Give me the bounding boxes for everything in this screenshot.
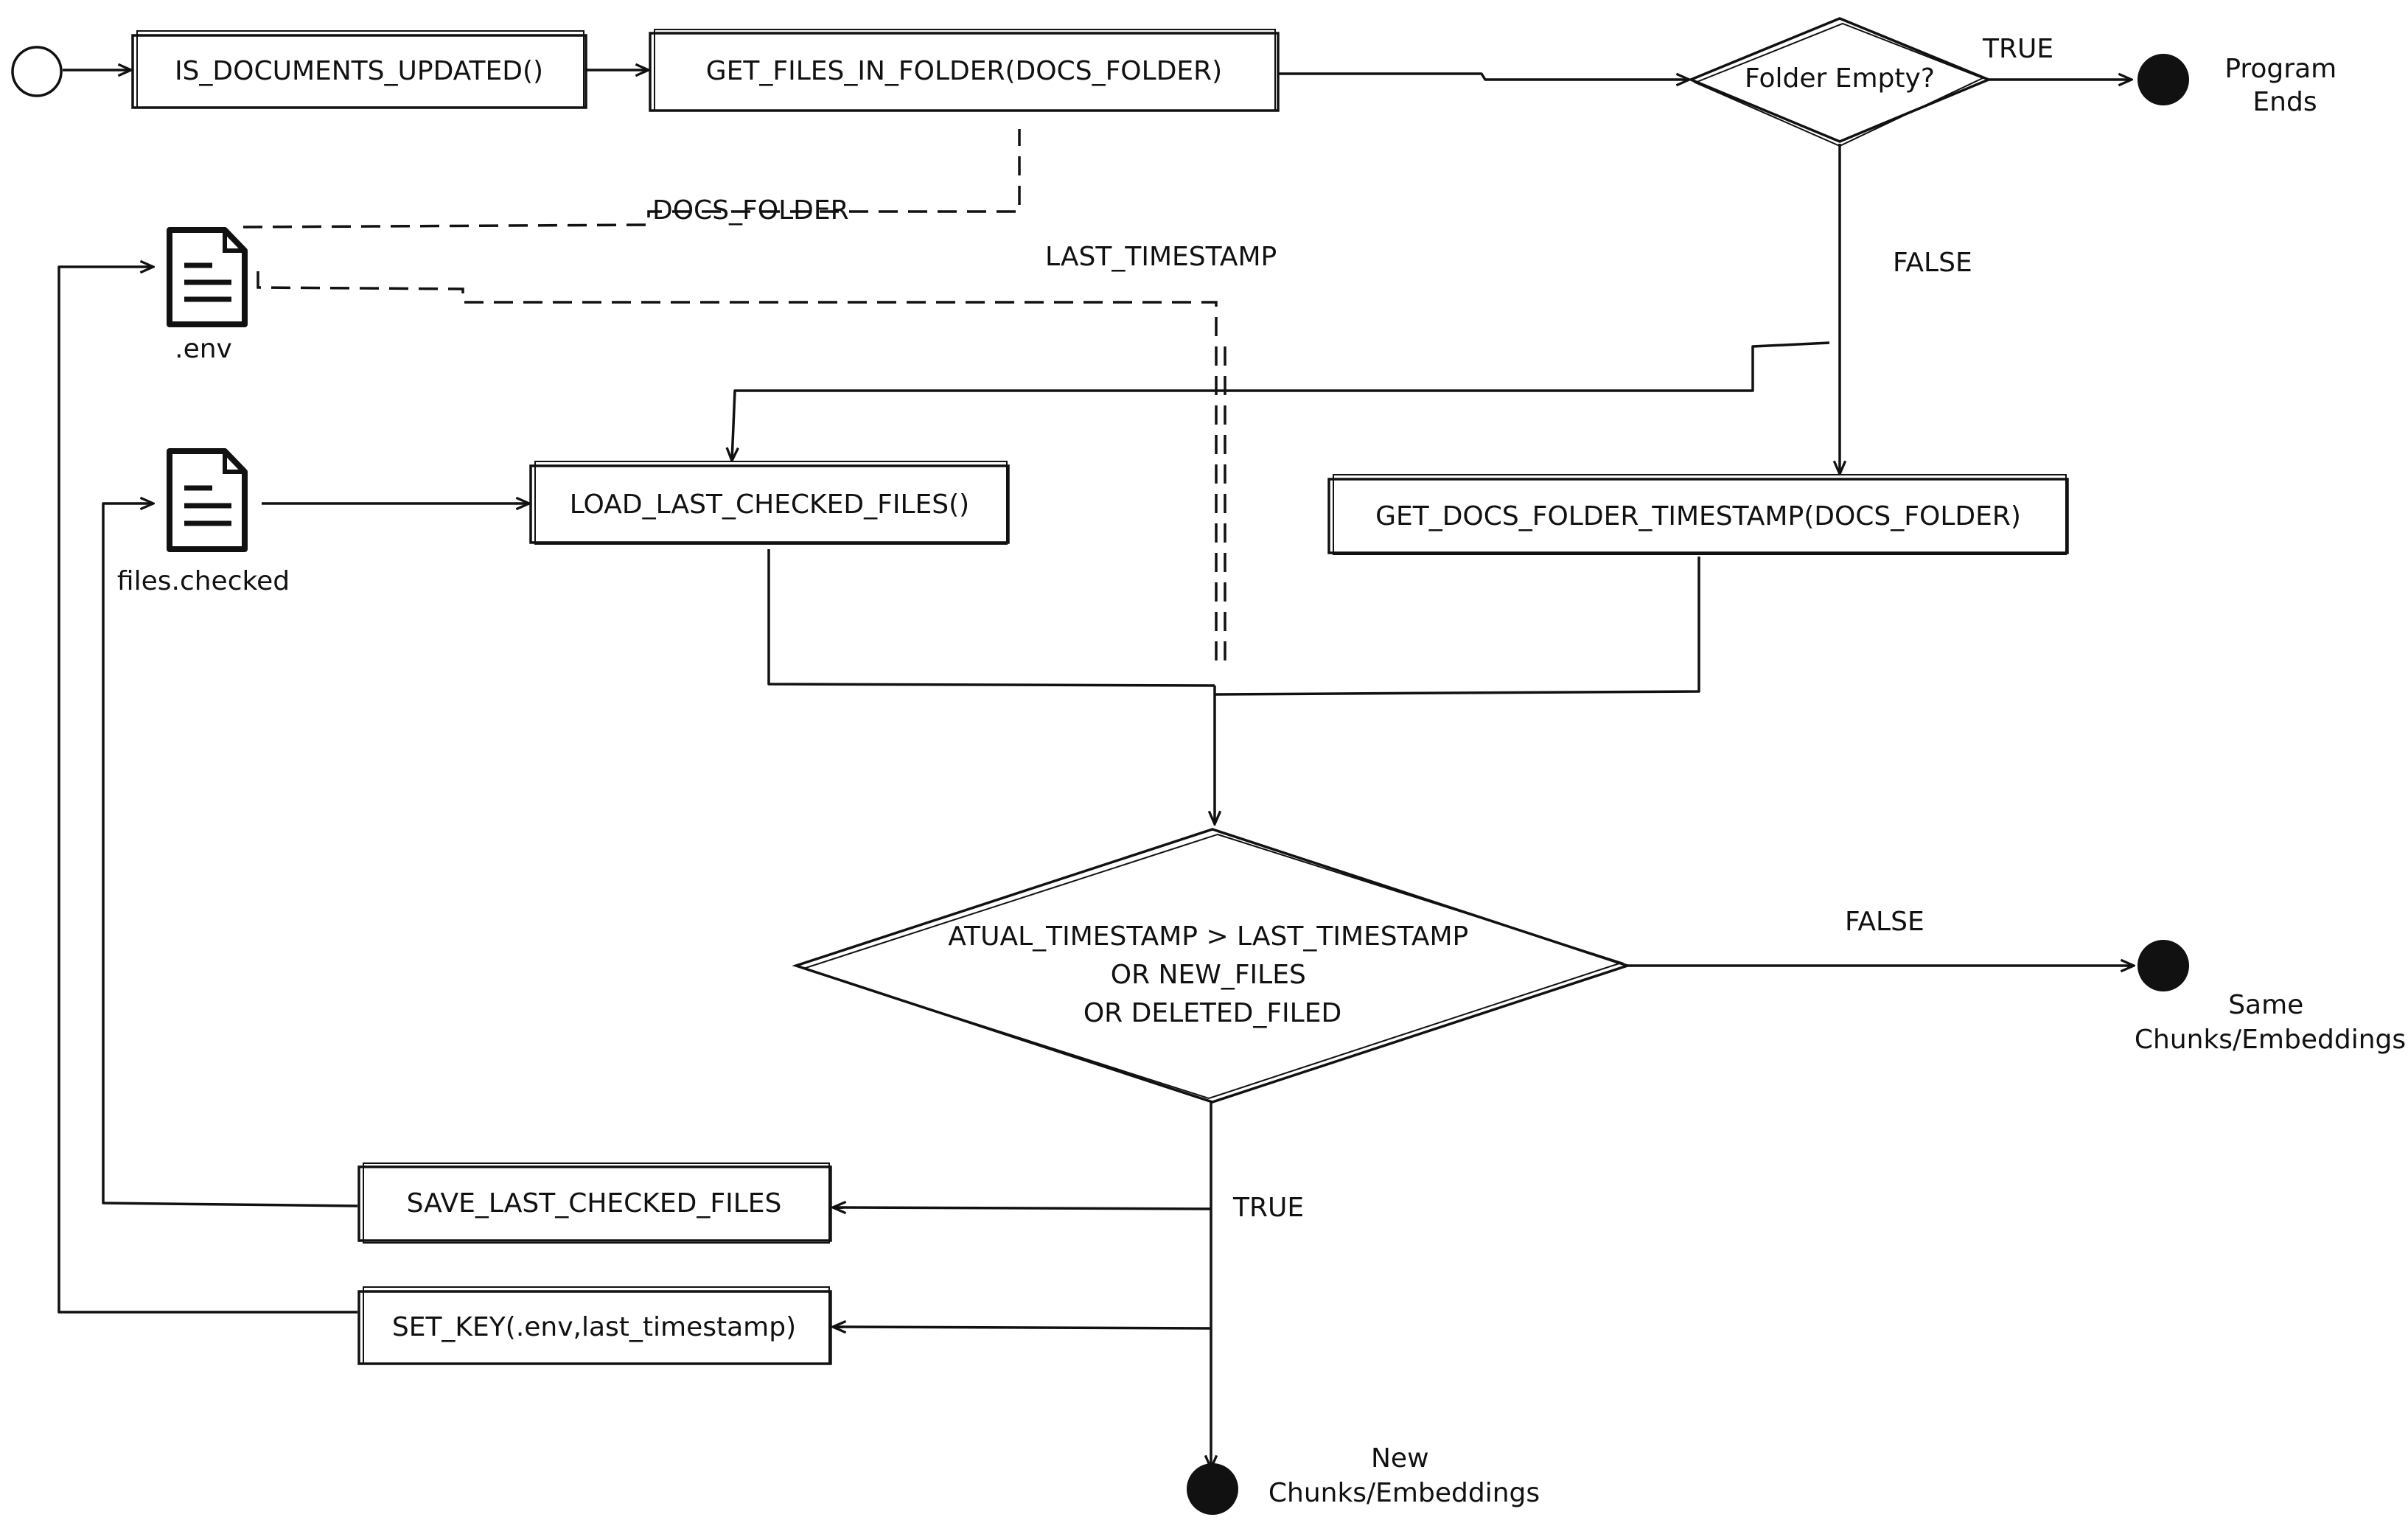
file-files-checked-label: files.checked bbox=[117, 566, 290, 596]
node-set-key: SET_KEY(.env,last_timestamp) bbox=[357, 1286, 832, 1365]
node-get-files-in-folder: GET_FILES_IN_FOLDER(DOCS_FOLDER) bbox=[649, 29, 1280, 112]
node-set-key-label: SET_KEY(.env,last_timestamp) bbox=[392, 1312, 796, 1342]
edge-save-last-checked-to-files-checked bbox=[102, 503, 358, 1207]
edge-env-last-timestamp-dashed bbox=[256, 271, 1218, 663]
node-get-docs-folder-timestamp-label: GET_DOCS_FOLDER_TIMESTAMP(DOCS_FOLDER) bbox=[1375, 501, 2021, 531]
end-label-program-ends: Program Ends bbox=[2224, 54, 2345, 117]
env-file-icon bbox=[167, 227, 248, 327]
end-label-new-chunks-line-2: Chunks/Embeddings bbox=[1268, 1478, 1540, 1508]
start-node bbox=[11, 46, 63, 97]
decision-main-line-1: ATUAL_TIMESTAMP > LAST_TIMESTAMP bbox=[948, 921, 1468, 952]
end-label-same-chunks: Same Chunks/Embeddings bbox=[2135, 990, 2406, 1055]
edge-true-to-save-last-checked bbox=[833, 1207, 1212, 1209]
decision-folder-empty: Folder Empty? bbox=[1687, 17, 1992, 147]
end-label-new-chunks: New Chunks/Embeddings bbox=[1268, 1443, 1540, 1508]
edge-label-folder-empty-true: TRUE bbox=[1982, 34, 2053, 64]
end-node-program-ends bbox=[2137, 54, 2189, 105]
edge-label-decision-true: TRUE bbox=[1232, 1193, 1304, 1223]
edge-load-last-checked-to-merge bbox=[767, 549, 1215, 687]
edge-set-key-to-env bbox=[57, 267, 357, 1314]
end-node-same-chunks bbox=[2137, 940, 2189, 991]
edge-true-to-set-key bbox=[833, 1327, 1212, 1328]
edge-get-timestamp-to-merge bbox=[1214, 557, 1700, 696]
edges bbox=[57, 70, 2134, 1468]
edge-label-folder-empty-false: FALSE bbox=[1893, 248, 1972, 278]
files-checked-file-icon bbox=[167, 448, 248, 552]
decision-main-label: ATUAL_TIMESTAMP > LAST_TIMESTAMP OR NEW_… bbox=[948, 921, 1476, 1028]
end-node-new-chunks bbox=[1187, 1463, 1238, 1515]
decision-main-line-3: OR DELETED_FILED bbox=[1083, 998, 1341, 1028]
decision-folder-empty-label: Folder Empty? bbox=[1745, 63, 1935, 94]
end-label-new-chunks-line-1: New bbox=[1371, 1443, 1429, 1474]
decision-main: ATUAL_TIMESTAMP > LAST_TIMESTAMP OR NEW_… bbox=[792, 828, 1632, 1104]
edge-label-last-timestamp: LAST_TIMESTAMP bbox=[1045, 242, 1277, 272]
node-is-documents-updated: IS_DOCUMENTS_UPDATED() bbox=[131, 30, 587, 109]
file-files-checked: files.checked bbox=[117, 448, 290, 596]
node-save-last-checked-files-label: SAVE_LAST_CHECKED_FILES bbox=[407, 1188, 782, 1219]
edge-label-decision-false: FALSE bbox=[1845, 907, 1924, 937]
end-label-same-chunks-line-2: Chunks/Embeddings bbox=[2135, 1025, 2406, 1055]
end-label-same-chunks-line-1: Same bbox=[2228, 990, 2303, 1020]
end-label-program-ends-line-2: Ends bbox=[2252, 87, 2317, 117]
decision-main-line-2: OR NEW_FILES bbox=[1111, 960, 1306, 990]
file-env: .env bbox=[167, 227, 248, 364]
node-load-last-checked-files: LOAD_LAST_CHECKED_FILES() bbox=[529, 461, 1010, 545]
edge-folder-empty-false-to-load-last-checked bbox=[732, 341, 1830, 461]
file-env-label: .env bbox=[175, 334, 232, 364]
edge-get-files-to-folder-empty bbox=[1279, 72, 1689, 80]
node-save-last-checked-files: SAVE_LAST_CHECKED_FILES bbox=[357, 1162, 832, 1244]
node-get-docs-folder-timestamp: GET_DOCS_FOLDER_TIMESTAMP(DOCS_FOLDER) bbox=[1327, 474, 2069, 555]
edge-env-docs-folder-dashed bbox=[242, 129, 1021, 229]
node-load-last-checked-files-label: LOAD_LAST_CHECKED_FILES() bbox=[570, 489, 969, 520]
node-get-files-in-folder-label: GET_FILES_IN_FOLDER(DOCS_FOLDER) bbox=[706, 56, 1222, 86]
edge-label-docs-folder: DOCS_FOLDER bbox=[652, 195, 849, 226]
node-is-documents-updated-label: IS_DOCUMENTS_UPDATED() bbox=[175, 56, 543, 86]
end-label-program-ends-line-1: Program bbox=[2224, 54, 2337, 84]
